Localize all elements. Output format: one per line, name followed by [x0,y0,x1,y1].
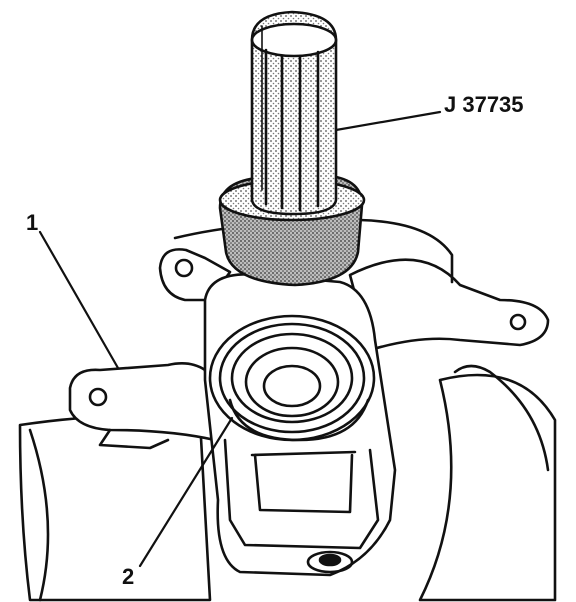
tool-shaft [250,10,338,216]
leader-tool [334,110,442,132]
leader-2 [138,416,234,568]
callout-part-2: 2 [122,564,135,589]
bearing-bore-inner [262,364,322,408]
knuckle-right-arm [348,258,550,352]
rotor-disc [18,414,212,602]
knuckle-body [203,273,397,577]
rotor-right [418,373,557,602]
callout-part-1: 1 [26,210,39,235]
callout-tool-number: J 37735 [444,92,524,117]
leader-1 [38,230,120,370]
